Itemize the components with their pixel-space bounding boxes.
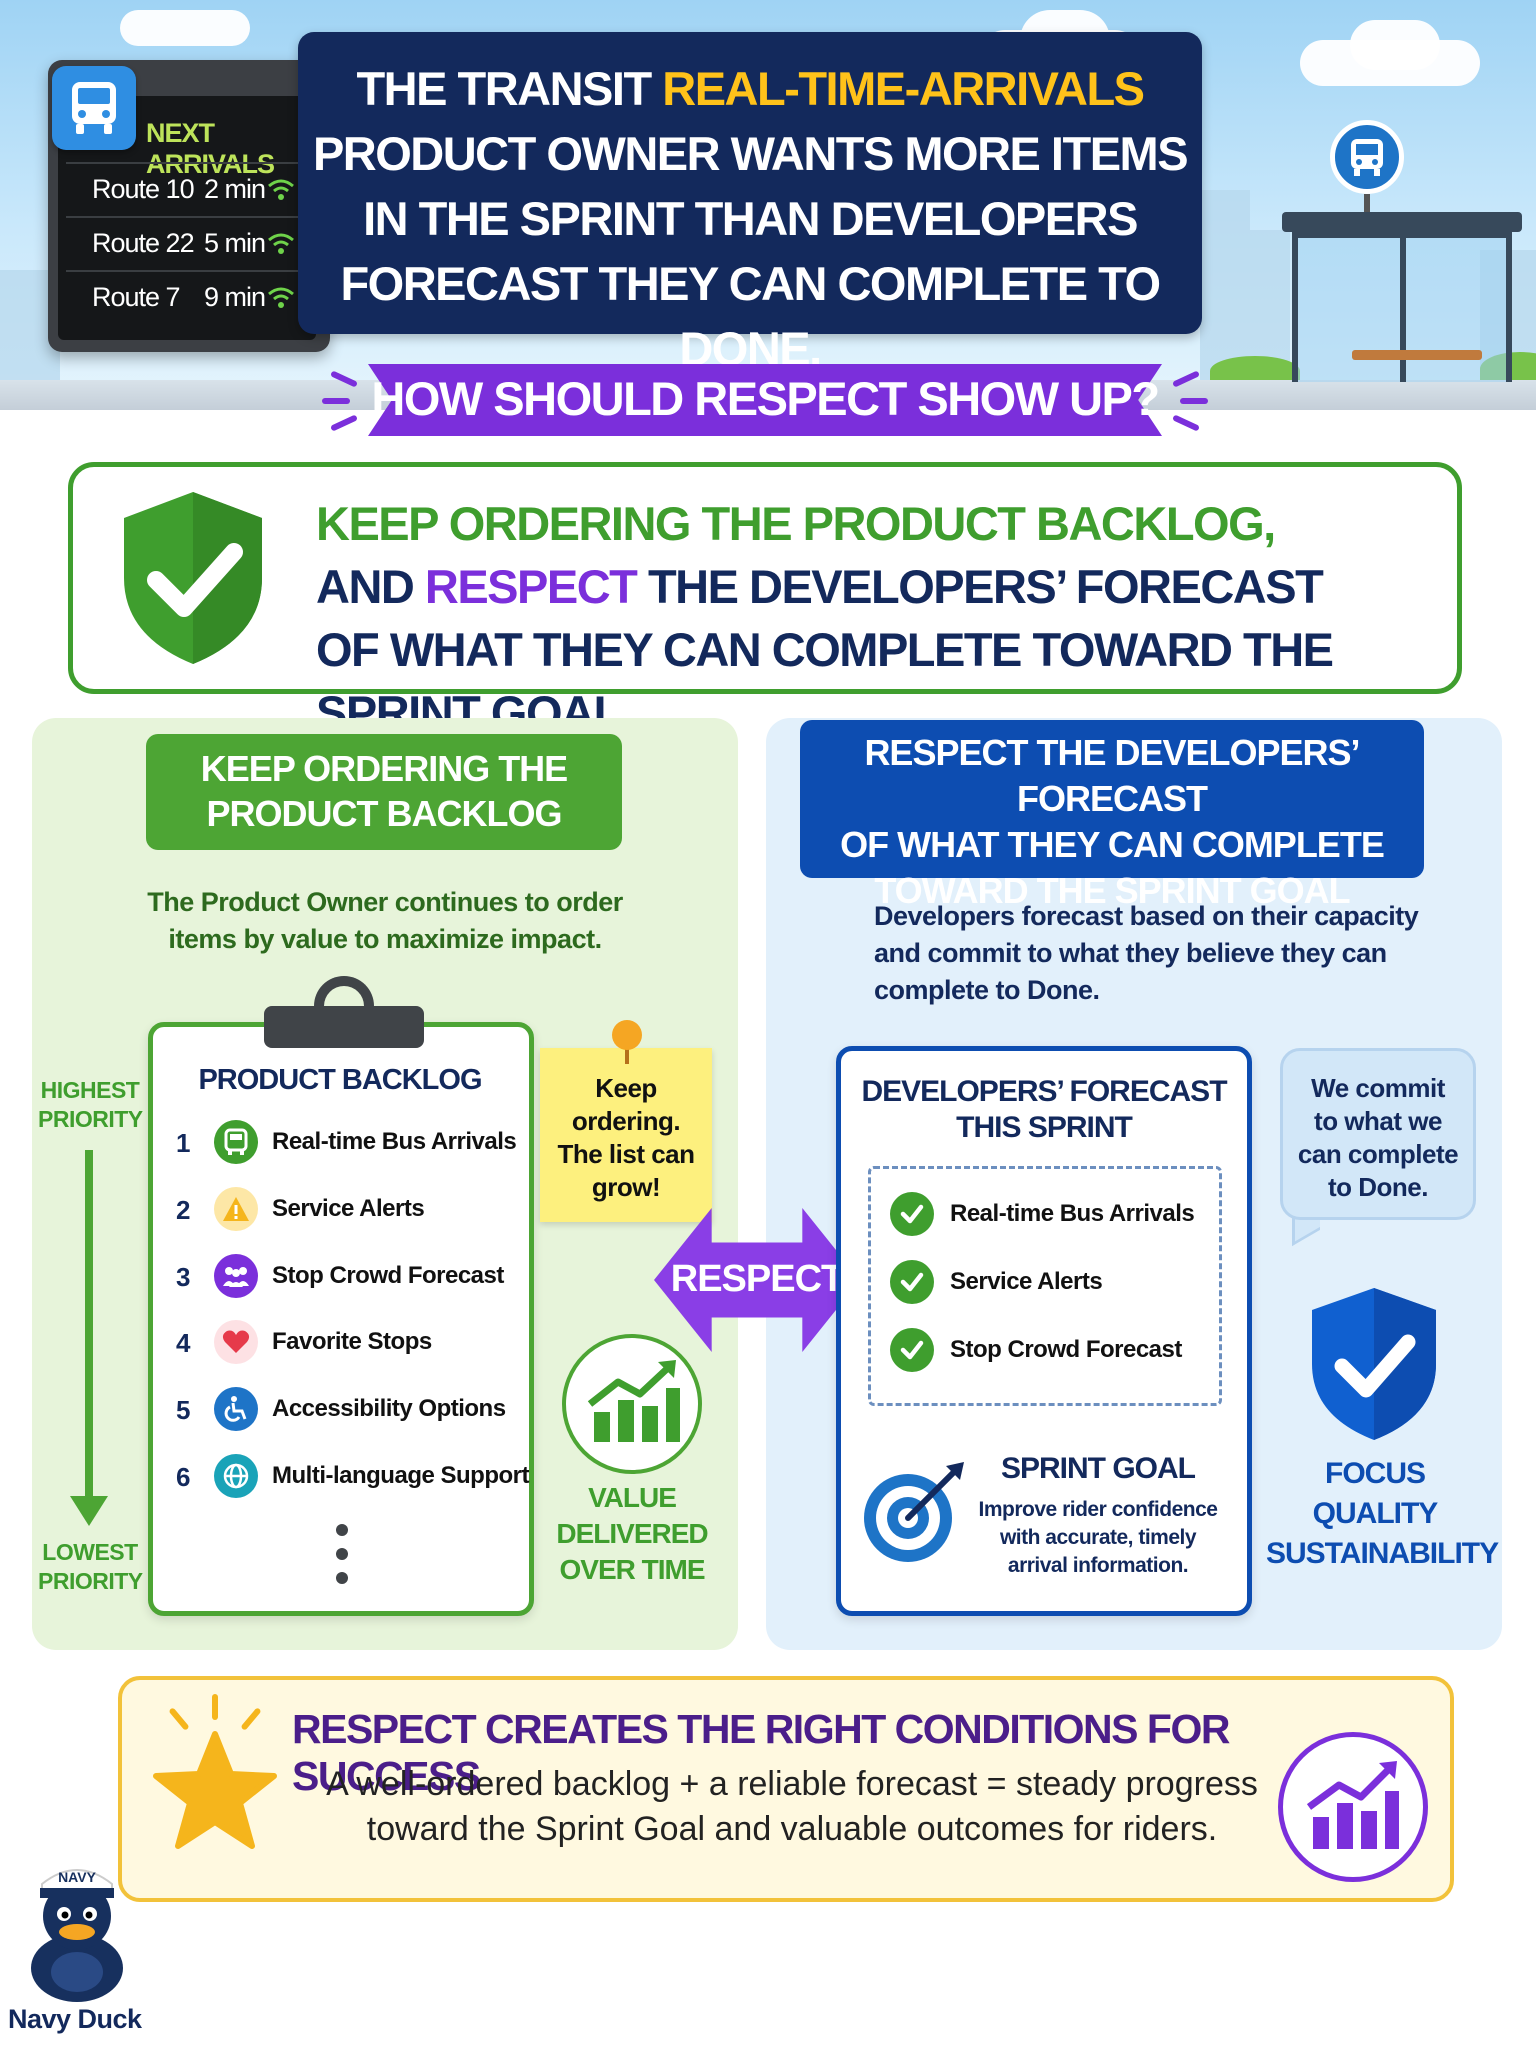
arrivals-board-title: NEXT ARRIVALS (146, 118, 275, 179)
mascot-label: Navy Duck (8, 2004, 142, 2034)
arrival-route: Route 7 (92, 282, 181, 312)
respect-arrow-label: RESPECT (670, 1258, 844, 1300)
backlog-item: 1 Real-time Bus Arrivals (176, 1120, 536, 1166)
wheelchair-icon (214, 1387, 258, 1431)
wifi-icon (266, 230, 296, 263)
check-icon (890, 1260, 934, 1304)
target-icon (864, 1462, 964, 1562)
shield-check-icon (124, 492, 262, 664)
bench (1352, 350, 1482, 360)
growth-chart-icon (1278, 1732, 1428, 1882)
backlog-item: 2 Service Alerts (176, 1187, 536, 1233)
arrival-time: 2 min (204, 174, 266, 204)
forecast-panel-description: Developers forecast based on their capac… (874, 901, 1419, 1005)
wifi-icon (266, 176, 296, 209)
sprint-goal-title: SPRINT GOAL (1000, 1452, 1196, 1485)
priority-arrow-line (85, 1150, 93, 1500)
backlog-item: 5 Accessibility Options (176, 1387, 536, 1433)
arrival-route: Route 22 (92, 228, 195, 258)
check-icon (890, 1192, 934, 1236)
focus-quality-sustainability: FOCUS QUALITY SUSTAINABILITY (1266, 1457, 1499, 1570)
arrival-time: 5 min (204, 228, 266, 258)
more-dots-icon (336, 1548, 348, 1560)
arrival-row: Route 7 9 min (66, 270, 310, 320)
backlog-item: 6 Multi-language Support (176, 1454, 536, 1500)
star-icon (153, 1731, 277, 1849)
wifi-icon (266, 284, 296, 317)
sticky-note (540, 1048, 712, 1222)
forecast-item: Real-time Bus Arrivals (890, 1192, 1220, 1238)
growth-chart-icon (562, 1334, 702, 1474)
product-backlog-title: PRODUCT BACKLOG (198, 1064, 482, 1096)
arrival-row: Route 22 5 min (66, 216, 310, 266)
backlog-item: 4 Favorite Stops (176, 1320, 536, 1366)
clipboard-ring (314, 976, 374, 1026)
conclusion-title: RESPECT CREATES THE RIGHT CONDITIONS FOR… (292, 1706, 1230, 1799)
globe-icon (214, 1454, 258, 1498)
check-icon (890, 1328, 934, 1372)
mascot-hat-text: NAVY (58, 1869, 97, 1885)
developers-forecast-title: DEVELOPERS’ FORECAST THIS SPRINT (861, 1075, 1227, 1144)
forecast-item: Service Alerts (890, 1260, 1220, 1306)
backlog-panel-description: The Product Owner continues to order ite… (147, 887, 623, 954)
arrival-route: Route 10 (92, 174, 195, 204)
product-backlog-clipboard (148, 1022, 534, 1616)
title-box (298, 32, 1202, 334)
arrival-row: Route 10 2 min (66, 162, 310, 212)
conclusion-description: A well-ordered backlog + a reliable fore… (326, 1765, 1258, 1848)
more-dots-icon (336, 1572, 348, 1584)
sprint-goal-description: Improve rider confidence with accurate, … (978, 1498, 1218, 1577)
answer-text: KEEP ORDERING THE PRODUCT BACKLOG, AND R… (316, 497, 1334, 739)
sign-pole (1364, 194, 1370, 224)
question-banner (368, 364, 1162, 436)
question-banner-text: HOW SHOULD RESPECT SHOW UP? (371, 372, 1160, 425)
bus-icon (214, 1120, 258, 1164)
pushpin-icon (612, 1020, 642, 1050)
value-delivered-label: VALUE DELIVERED OVER TIME (556, 1482, 708, 1585)
bus-shelter-post (1400, 232, 1406, 382)
sparkle-ray (212, 1694, 218, 1720)
speech-bubble (1280, 1048, 1476, 1220)
heart-icon (214, 1320, 258, 1364)
more-dots-icon (336, 1524, 348, 1536)
people-icon (214, 1254, 258, 1298)
bus-shelter-icon (1282, 212, 1522, 232)
speech-bubble-text: We commit to what we can complete to Don… (1297, 1073, 1459, 1202)
forecast-panel-heading: RESPECT THE DEVELOPERS’ FORECAST OF WHAT… (800, 720, 1424, 911)
navy-duck-mascot: NAVY (31, 1869, 123, 2002)
backlog-panel-heading: KEEP ORDERING THE PRODUCT BACKLOG (146, 734, 622, 850)
respect-highlight: RESPECT (424, 560, 638, 613)
conclusion-box (118, 1676, 1454, 1902)
clipboard-clip (264, 1006, 424, 1048)
backlog-item: 3 Stop Crowd Forecast (176, 1254, 536, 1300)
arrival-time: 9 min (204, 282, 266, 312)
sticky-note-text: Keep ordering. The list can grow! (557, 1073, 695, 1202)
pushpin-stick (625, 1044, 629, 1064)
shield-check-icon (1312, 1288, 1436, 1440)
arrow-down-icon (70, 1496, 108, 1526)
page-title: THE TRANSIT REAL-TIME-ARRIVALS PRODUCT O… (312, 62, 1189, 375)
title-highlight: REAL-TIME-ARRIVALS (662, 62, 1145, 115)
bus-icon (52, 66, 136, 150)
forecast-item: Stop Crowd Forecast (890, 1328, 1220, 1374)
forecast-items-box (868, 1166, 1222, 1406)
bus-stop-sign-icon (1330, 120, 1404, 194)
answer-box (68, 462, 1462, 694)
warning-icon (214, 1187, 258, 1231)
